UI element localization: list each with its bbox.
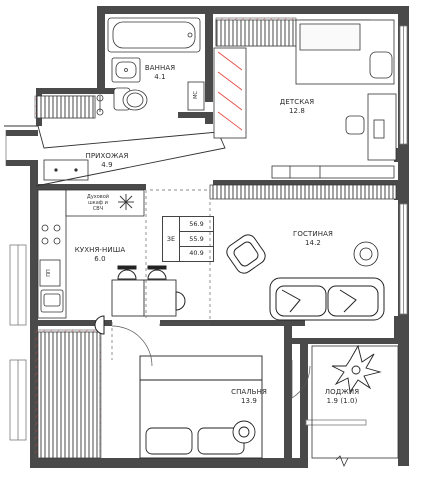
room-label-bathroom: ВАННАЯ 4.1	[138, 64, 182, 82]
room-label-living: ГОСТИНАЯ 14.2	[286, 230, 340, 248]
fridge-star	[118, 194, 134, 210]
loggia-plant	[331, 344, 382, 394]
living-dashed-divider	[150, 189, 211, 320]
towel-rail	[96, 94, 104, 116]
dishwasher	[39, 259, 61, 287]
hallway-outline	[4, 125, 226, 187]
room-area-bedroom: 13.9	[241, 397, 257, 405]
toilet	[113, 87, 148, 111]
room-name-loggia: ЛОДЖИЯ	[324, 388, 360, 396]
room-area-living: 14.2	[305, 239, 321, 247]
dining-table	[111, 279, 177, 317]
nursery-shelf	[271, 165, 395, 179]
area-table-living: 40.9	[189, 249, 204, 257]
stove	[41, 224, 61, 245]
room-name-bathroom: ВАННАЯ	[144, 64, 176, 72]
loggia-outline	[311, 345, 399, 459]
bedroom-pouf	[232, 420, 256, 444]
kitchen-divider-dashed	[111, 190, 147, 360]
nursery-wardrobe	[213, 47, 247, 139]
room-area-kitchen: 6.0	[94, 255, 106, 263]
room-name-bedroom: СПАЛЬНЯ	[231, 388, 267, 396]
room-name-nursery: ДЕТСКАЯ	[279, 98, 315, 106]
room-area-bathroom: 4.1	[154, 73, 166, 81]
nursery-bed	[295, 19, 395, 85]
room-area-loggia: 1.9 (1.0)	[326, 397, 358, 405]
sofa	[269, 277, 385, 321]
loggia-door	[291, 360, 311, 399]
room-label-bedroom: СПАЛЬНЯ 13.9	[226, 388, 272, 406]
washer-label: МС	[193, 91, 199, 99]
bathtub	[107, 17, 201, 53]
area-table-zone: 3Е	[163, 217, 180, 261]
kitchen-sink	[40, 289, 64, 313]
room-area-nursery: 12.8	[289, 107, 305, 115]
area-table-without-loggia: 55.9	[180, 232, 213, 247]
interior-walls	[36, 14, 404, 462]
radiator-bottom	[335, 455, 349, 467]
living-door-arc	[159, 323, 210, 326]
nursery-desk	[345, 93, 397, 161]
room-name-hallway: ПРИХОЖАЯ	[85, 152, 129, 160]
dining-chairs	[94, 265, 186, 335]
room-label-hallway: ПРИХОЖАЯ 4.9	[82, 152, 132, 170]
plant-living	[353, 241, 379, 267]
room-name-living: ГОСТИНАЯ	[293, 230, 333, 238]
room-area-hallway: 4.9	[101, 161, 113, 169]
room-name-kitchen: КУХНЯ-НИША	[74, 246, 126, 254]
windows	[9, 25, 408, 441]
sink-bathroom	[111, 57, 141, 83]
washing-machine	[187, 81, 205, 111]
room-label-kitchen: КУХНЯ-НИША 6.0	[70, 246, 130, 264]
oven-note: Духовой шкаф и СВЧ	[86, 194, 110, 212]
area-table: 3Е 56.9 55.9 40.9	[162, 216, 214, 262]
armchair	[226, 234, 266, 274]
dishwasher-label: ПП	[46, 269, 52, 277]
room-label-nursery: ДЕТСКАЯ 12.8	[272, 98, 322, 116]
room-label-loggia: ЛОДЖИЯ 1.9 (1.0)	[320, 388, 364, 406]
bedroom-door-arc	[111, 325, 153, 367]
area-table-total: 56.9	[180, 217, 213, 232]
